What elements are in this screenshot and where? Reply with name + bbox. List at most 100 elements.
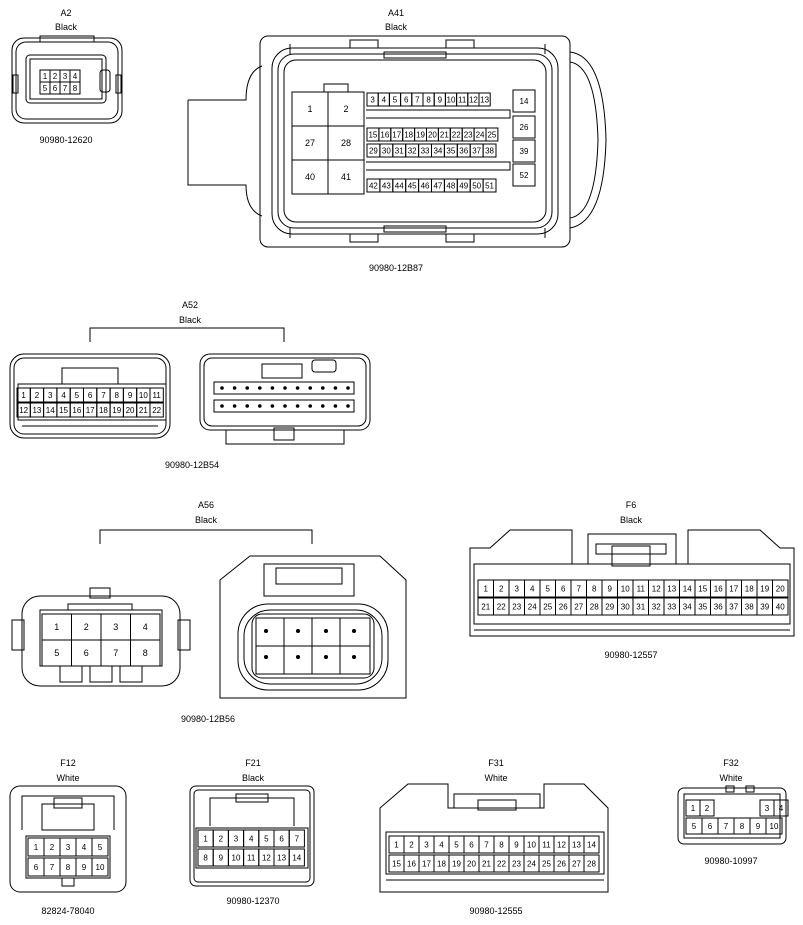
pin-number: 35 — [446, 147, 455, 156]
pin-number: 10 — [770, 822, 779, 831]
pin-number: 3 — [370, 96, 375, 105]
pin-number: 1 — [43, 72, 48, 81]
pin-number: 24 — [528, 603, 537, 612]
pin-number: 13 — [480, 96, 489, 105]
pin-number: 22 — [497, 603, 506, 612]
pin-number: 4 — [143, 622, 148, 632]
terminal-dot — [333, 386, 338, 390]
connector-f32-color: White — [719, 773, 743, 783]
pin-number: 5 — [393, 96, 398, 105]
pin-number: 2 — [35, 391, 40, 400]
connector-f21-color: Black — [241, 773, 264, 783]
pin-number: 20 — [428, 131, 437, 140]
pin-number: 14 — [292, 854, 301, 863]
pin-cell — [482, 143, 497, 158]
pin-number: 22 — [452, 131, 461, 140]
connector-a41-color: Black — [384, 22, 407, 32]
connector-f12-color: White — [56, 773, 80, 783]
pin-number: 1 — [34, 843, 39, 852]
pin-number: 17 — [392, 131, 401, 140]
terminal-dot — [283, 404, 287, 408]
pin-number: 20 — [126, 406, 135, 415]
pin-number: 9 — [438, 96, 443, 105]
pin-number: 29 — [605, 603, 614, 612]
pin-number: 36 — [459, 147, 468, 156]
pin-cell — [478, 92, 491, 107]
pin-number: 13 — [277, 854, 286, 863]
pin-number: 5 — [692, 822, 697, 831]
pin-number: 4 — [61, 391, 66, 400]
connector-a56-part: 90980-12B56 — [180, 714, 236, 724]
pin-number: 18 — [404, 131, 413, 140]
connector-f32-housing — [677, 785, 787, 845]
pin-number: 4 — [779, 804, 784, 813]
terminal-dot — [220, 404, 224, 408]
pin-cell — [485, 127, 499, 142]
pin-number: 7 — [415, 96, 420, 105]
pin-number: 28 — [341, 138, 351, 148]
pin-number: 10 — [139, 391, 148, 400]
pin-cell — [69, 81, 81, 95]
pin-number: 3 — [515, 585, 520, 594]
pin-number: 10 — [447, 96, 456, 105]
pin-number: 8 — [426, 96, 431, 105]
connector-f31-color: White — [484, 773, 508, 783]
pin-cell — [773, 799, 789, 817]
pin-number: 2 — [84, 622, 89, 632]
pin-number: 6 — [469, 841, 474, 850]
pin-number: 9 — [128, 391, 133, 400]
pin-cell — [288, 829, 305, 848]
pin-number: 10 — [621, 585, 630, 594]
connector-f12-id: F12 — [60, 758, 76, 768]
pin-number: 20 — [467, 860, 476, 869]
pin-number: 5 — [454, 841, 459, 850]
pin-number: 2 — [343, 104, 348, 114]
pin-number: 31 — [395, 147, 404, 156]
terminal-dot — [270, 404, 275, 408]
pin-cell — [583, 854, 600, 873]
pin-number: 3 — [234, 835, 239, 844]
pin-number: 6 — [34, 863, 39, 872]
pin-number: 48 — [446, 182, 455, 191]
pin-number: 23 — [464, 131, 473, 140]
connector-a52-bracket — [89, 327, 285, 342]
connector-a56-id: A56 — [197, 500, 214, 510]
pin-number: 2 — [53, 72, 58, 81]
pin-number: 8 — [73, 84, 78, 93]
pin-number: 11 — [542, 841, 551, 850]
pin-number: 30 — [621, 603, 630, 612]
connector-a52-housing-right — [199, 353, 371, 445]
pin-number: 10 — [96, 863, 105, 872]
pin-number: 5 — [98, 843, 103, 852]
connector-a2-housing — [11, 35, 123, 124]
pin-number: 25 — [543, 603, 552, 612]
connector-a56-housing-right — [219, 555, 407, 699]
pin-number: 9 — [219, 854, 224, 863]
pin-number: 1 — [54, 622, 59, 632]
pin-number: 35 — [698, 603, 707, 612]
pin-number: 11 — [152, 391, 161, 400]
pin-number: 16 — [714, 585, 723, 594]
pin-number: 7 — [63, 84, 68, 93]
pin-number: 7 — [295, 835, 300, 844]
pin-number: 1 — [394, 841, 399, 850]
pin-number: 5 — [43, 84, 48, 93]
pin-cell — [149, 402, 164, 418]
pin-cell — [512, 139, 536, 163]
pin-cell — [327, 159, 365, 195]
pin-number: 22 — [497, 860, 506, 869]
pin-number: 13 — [32, 406, 41, 415]
pin-number: 40 — [776, 603, 785, 612]
connector-a41-id: A41 — [387, 8, 404, 18]
pin-number: 11 — [458, 96, 467, 105]
pin-cell — [512, 163, 536, 187]
pin-number: 6 — [404, 96, 409, 105]
terminal-dot — [245, 386, 249, 390]
pin-number: 2 — [705, 804, 710, 813]
